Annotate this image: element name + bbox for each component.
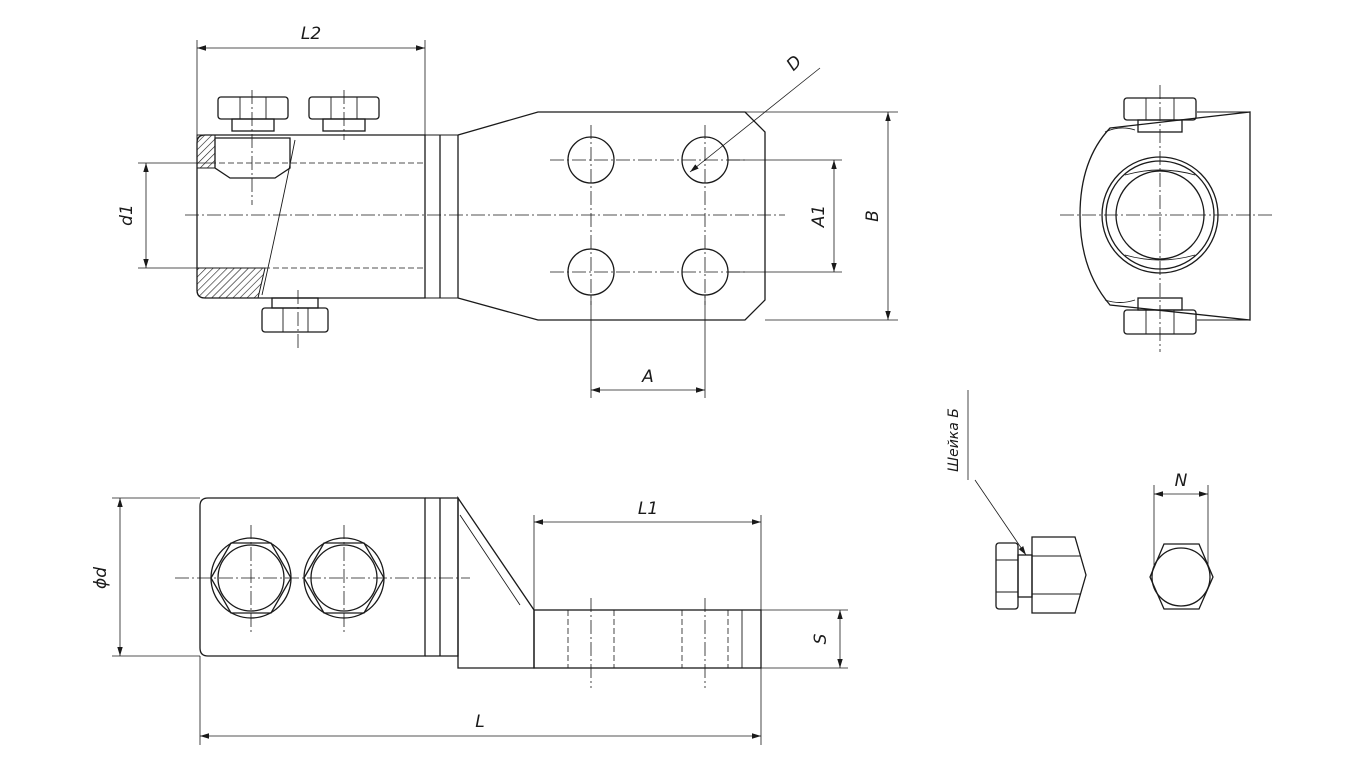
label-A1: A1 [809, 205, 829, 228]
bolt-head-bottom [261, 297, 329, 333]
dimension-L2 [196, 40, 426, 135]
top-view: L2 D d1 A1 B A [117, 24, 898, 398]
leader-D [689, 67, 821, 173]
leader-neck [974, 479, 1027, 556]
dimension-A [590, 295, 706, 398]
end-view-bolt-tip-top [1124, 169, 1196, 176]
section-break-line [261, 139, 296, 296]
dimension-A1 [728, 159, 842, 273]
dimension-L1 [533, 515, 762, 610]
label-L2: L2 [301, 24, 321, 44]
front-taper [457, 495, 535, 669]
dimension-d1 [138, 162, 210, 269]
label-N: N [1175, 471, 1188, 491]
front-groove-box [425, 497, 459, 657]
front-taper-inner [459, 514, 521, 606]
front-view: ϕd L1 S L [91, 495, 848, 745]
bolt-head-1 [214, 96, 291, 179]
dimension-phid [112, 497, 200, 657]
front-barrel-outline [199, 497, 426, 657]
end-view [1060, 85, 1275, 352]
end-view-outline [1079, 111, 1251, 321]
label-D: D [783, 52, 806, 75]
hex-outline [1149, 543, 1214, 610]
detail-bolt-neck [1017, 554, 1033, 598]
dimension-L [199, 656, 762, 745]
detail-bolt-body [1031, 536, 1087, 614]
detail-bolt-head [995, 542, 1019, 610]
shear-bolt-detail: Шейка Б [946, 390, 1087, 614]
label-S: S [811, 633, 831, 644]
label-L: L [475, 712, 484, 732]
label-L1: L1 [638, 499, 658, 519]
section-hatch-bottom [196, 267, 266, 299]
front-palm [533, 609, 762, 669]
label-A: A [641, 367, 654, 387]
end-view-bolt-tip-bottom [1124, 254, 1196, 261]
end-view-fillet-top [1104, 127, 1136, 133]
label-phid: ϕd [91, 567, 111, 589]
dimension-B [745, 111, 898, 321]
dimension-N [1153, 485, 1209, 565]
hex-detail: N [1149, 471, 1214, 610]
label-d1: d1 [117, 204, 137, 226]
end-view-fillet-bottom [1104, 299, 1136, 303]
hex-inner-circle [1151, 547, 1211, 607]
label-neck: Шейка Б [946, 408, 962, 472]
label-B: B [863, 210, 883, 222]
dimension-S [761, 609, 848, 669]
palm-outline [457, 111, 766, 321]
